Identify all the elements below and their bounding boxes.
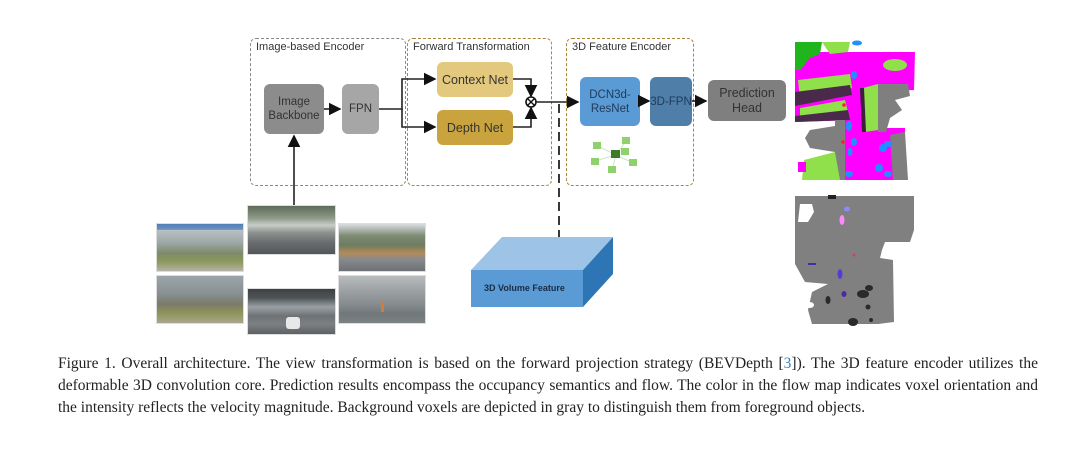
forward-transformation-group: Forward Transformation bbox=[407, 38, 552, 186]
depth-to-operator-arrow bbox=[513, 106, 538, 128]
fpn-3d-label: 3D-FPN bbox=[650, 95, 692, 108]
fpn-to-depth-arrow bbox=[401, 109, 437, 134]
dcn3d-resnet-block: DCN3d-ResNet bbox=[580, 77, 640, 126]
deformable-kernel-icon bbox=[591, 137, 637, 173]
feature-encoder-3d-title: 3D Feature Encoder bbox=[572, 41, 672, 53]
dcn3d-resnet-label-2: ResNet bbox=[590, 102, 630, 115]
fpn-label: FPN bbox=[349, 103, 372, 115]
car-shape bbox=[286, 317, 300, 329]
prediction-head-label-1: Prediction bbox=[719, 85, 775, 100]
image-backbone-label-2: Backbone bbox=[268, 110, 320, 122]
image-backbone-label-1: Image bbox=[278, 96, 310, 108]
forward-transformation-title: Forward Transformation bbox=[413, 41, 530, 53]
figure-caption: Figure 1. Overall architecture. The view… bbox=[58, 353, 1038, 419]
volume-feature-block bbox=[471, 237, 613, 307]
fpn-to-context-arrow bbox=[379, 72, 437, 110]
pedestrian-shape bbox=[381, 302, 384, 312]
depth-net-label: Depth Net bbox=[446, 120, 504, 135]
depth-net-block: Depth Net bbox=[437, 110, 513, 145]
fpn-block: FPN bbox=[342, 84, 379, 134]
circled-times-icon bbox=[525, 96, 537, 108]
camera-view-back-left bbox=[156, 275, 244, 324]
occupancy-flow-map bbox=[795, 195, 914, 326]
fpn-3d-block: 3D-FPN bbox=[650, 77, 692, 126]
camera-view-front-left bbox=[156, 223, 244, 272]
camera-view-back-right bbox=[338, 275, 426, 324]
caption-prefix: Figure 1. Overall architecture. The view… bbox=[58, 355, 784, 372]
prediction-head-label-2: Head bbox=[732, 100, 762, 115]
occupancy-semantics-map bbox=[795, 40, 915, 183]
image-encoder-title: Image-based Encoder bbox=[256, 41, 365, 53]
connectors bbox=[287, 72, 708, 307]
image-encoder-group: Image-based Encoder bbox=[250, 38, 406, 186]
citation-link[interactable]: 3 bbox=[783, 355, 792, 372]
caption-suffix: ]). The 3D feature encoder utilizes the … bbox=[58, 355, 1038, 416]
feature-encoder-3d-group: 3D Feature Encoder bbox=[566, 38, 694, 186]
camera-view-front-right bbox=[338, 223, 426, 272]
context-net-block: Context Net bbox=[437, 62, 513, 97]
camera-view-back bbox=[247, 288, 336, 335]
camera-view-front bbox=[247, 205, 336, 255]
context-net-label: Context Net bbox=[441, 72, 508, 87]
context-to-operator-arrow bbox=[513, 78, 538, 98]
dcn3d-resnet-label-1: DCN3d- bbox=[589, 88, 631, 101]
volume-feature-label: 3D Volume Feature bbox=[484, 283, 565, 293]
